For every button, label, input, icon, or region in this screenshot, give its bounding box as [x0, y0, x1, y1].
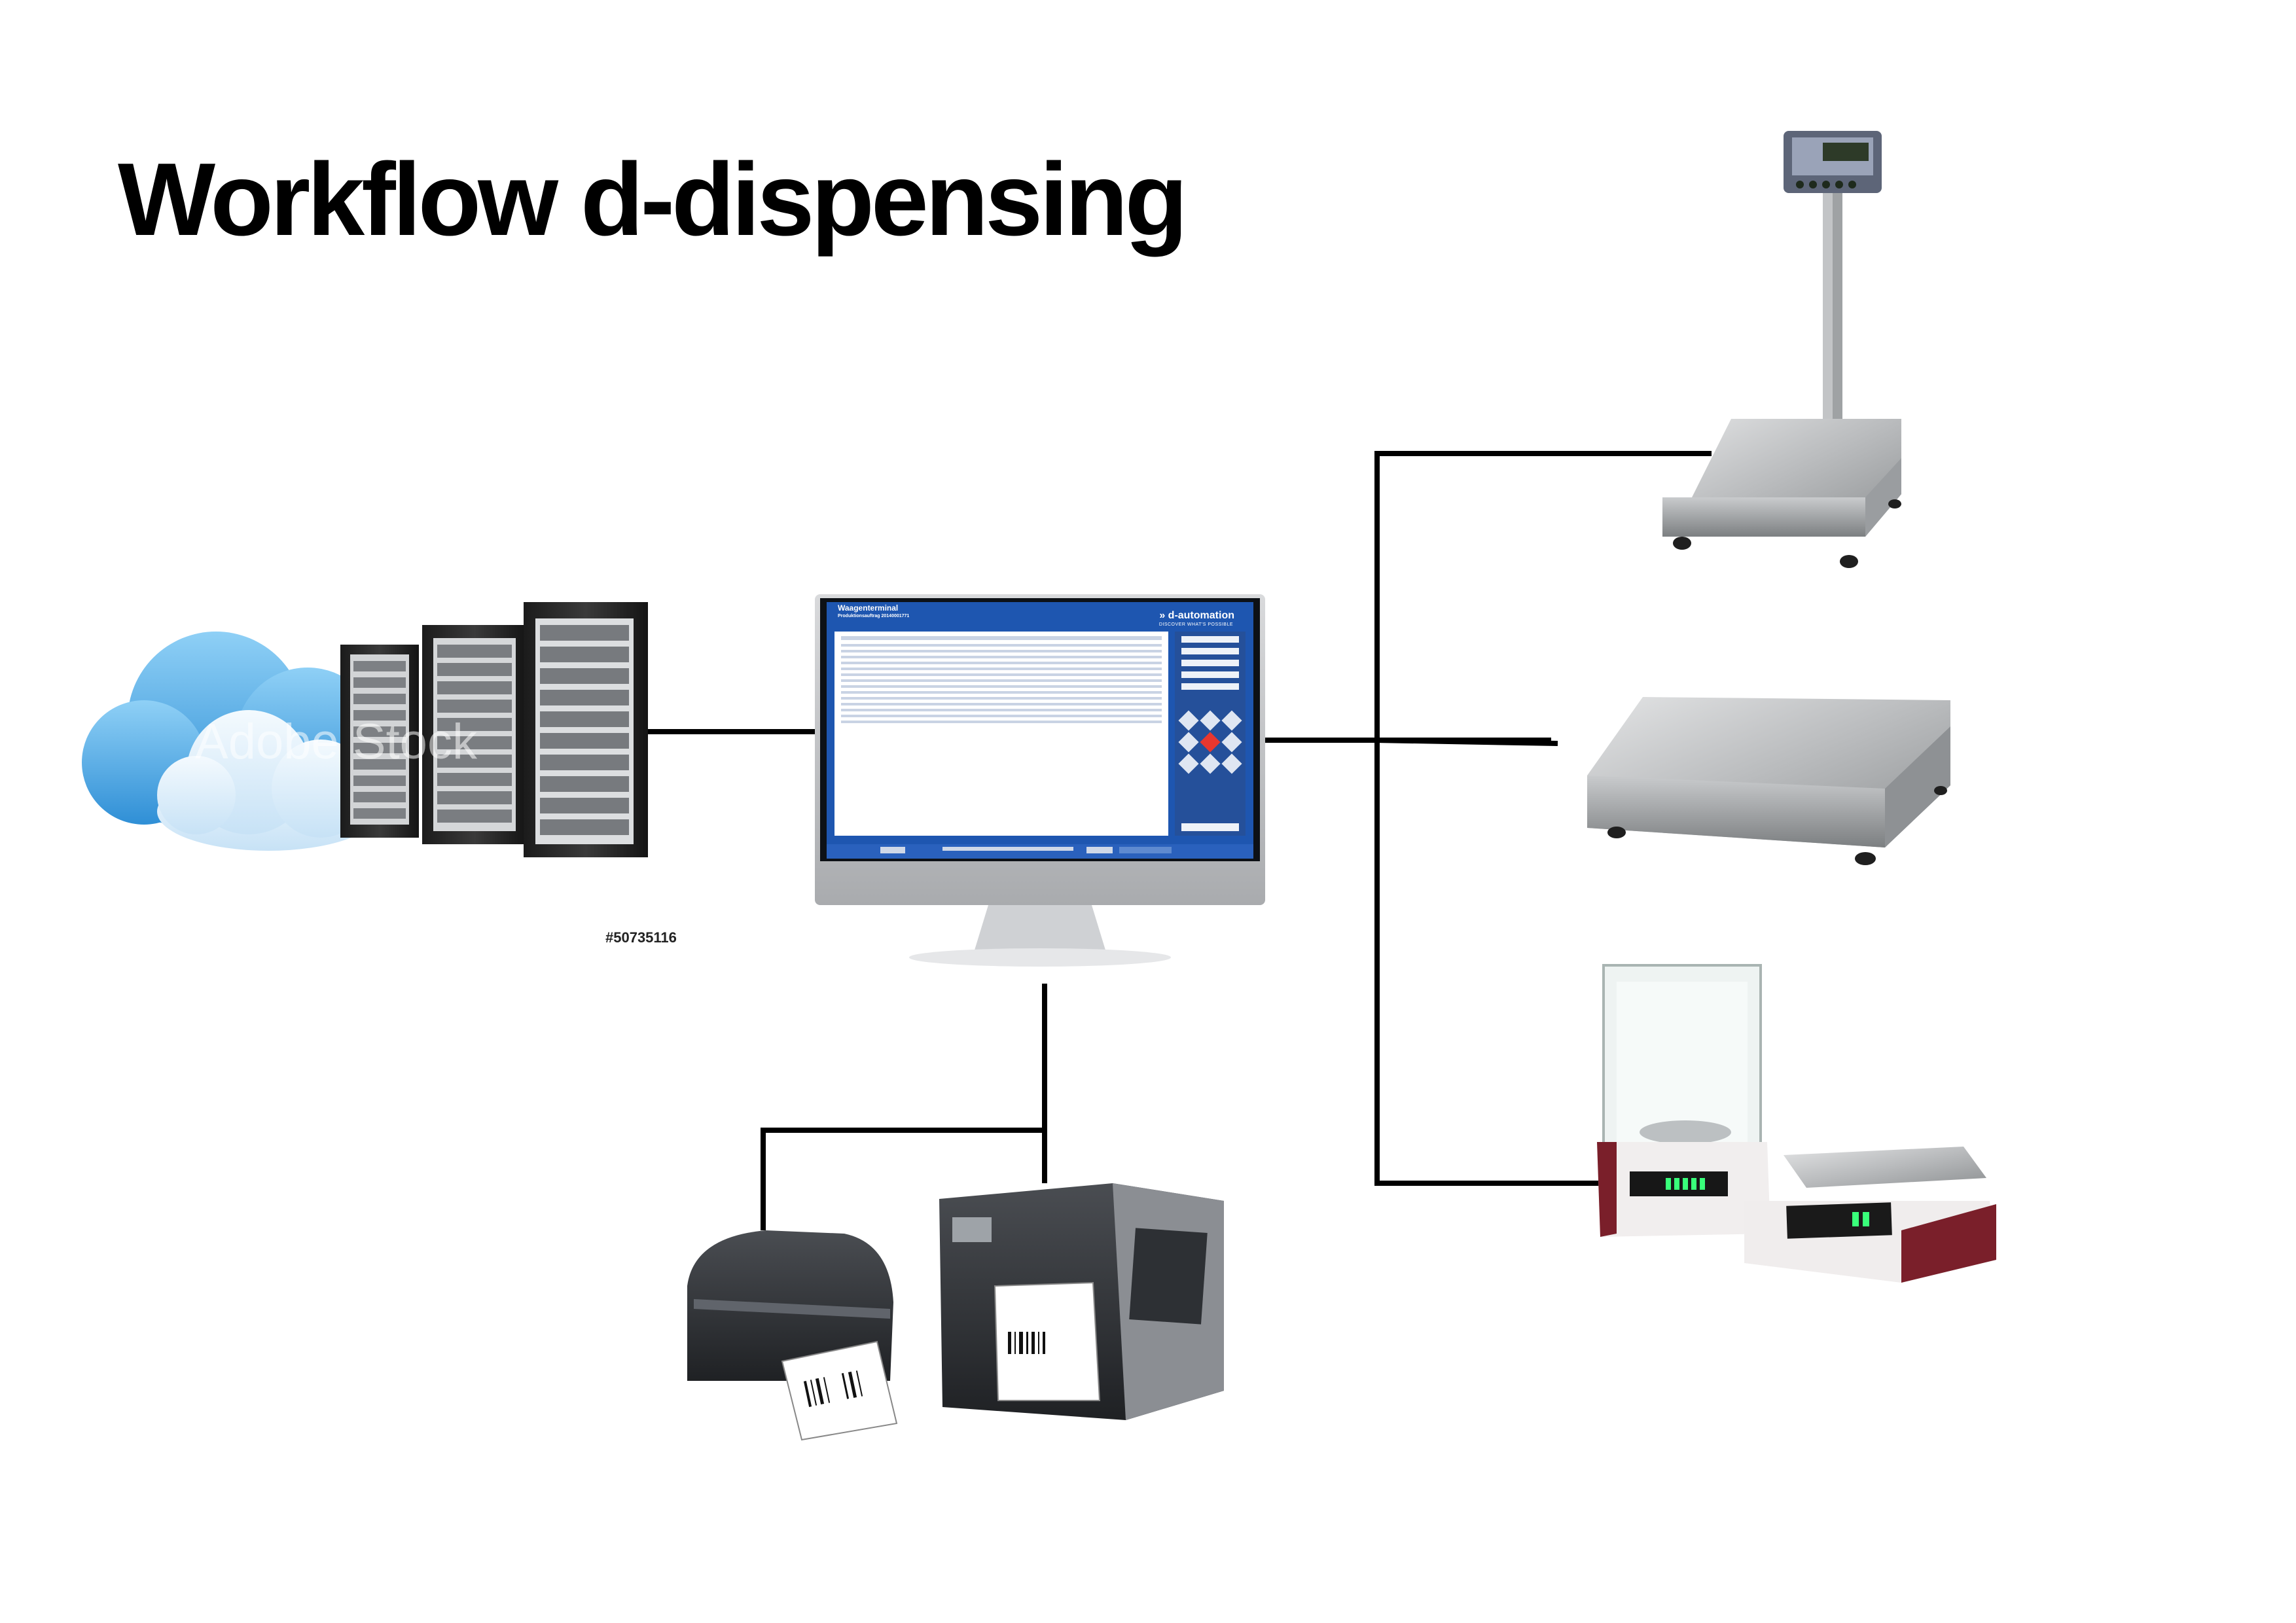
laboratory-balances — [1597, 964, 1996, 1283]
industrial-label-printer — [939, 1183, 1224, 1420]
brand-logo: » d-automation — [1159, 610, 1234, 621]
label-printers — [687, 1183, 1224, 1441]
diagram-title: Workflow d-dispensing — [118, 142, 1188, 257]
desktop-label-printer — [687, 1230, 898, 1441]
floor-scale — [1662, 131, 1901, 568]
server-rack-icon — [340, 645, 419, 838]
cloud-servers — [82, 602, 648, 857]
server-rack-icon — [422, 625, 527, 844]
connector-hub-bench — [1374, 738, 1558, 746]
app-title: Waagenterminal — [838, 603, 899, 613]
brand-tagline: DISCOVER WHAT'S POSSIBLE — [1158, 622, 1233, 627]
monitor-screen: Waagenterminal Produktionsauftrag 201400… — [830, 602, 1254, 859]
workstation-monitor — [815, 594, 1265, 967]
connector-lines — [645, 451, 1712, 1230]
app-subtitle: Produktionsauftrag 20140001771 — [838, 614, 910, 618]
server-rack-icon — [524, 602, 648, 857]
stock-watermark: Adobe Stock — [195, 714, 477, 770]
bench-scale — [1587, 697, 1950, 865]
stock-image-id: #50735116 — [605, 929, 677, 946]
